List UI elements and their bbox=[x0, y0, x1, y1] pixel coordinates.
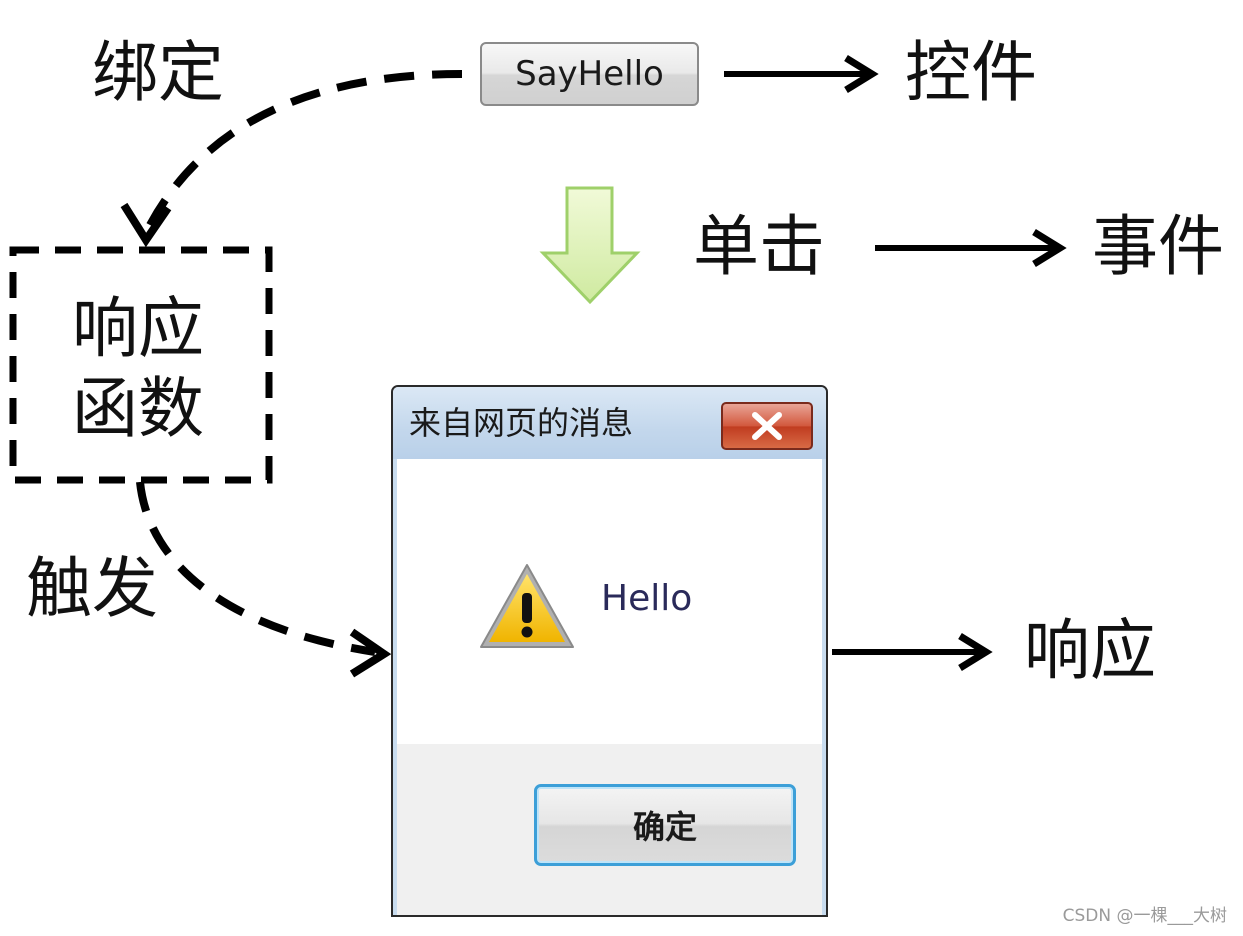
ok-button[interactable]: 确定 bbox=[534, 784, 796, 866]
warning-icon bbox=[480, 564, 574, 648]
response-function-box bbox=[9, 246, 273, 484]
sayhello-button[interactable]: SayHello bbox=[480, 42, 699, 106]
bind-arrowhead bbox=[120, 202, 172, 248]
label-response-function-line1: 响应 bbox=[72, 290, 204, 367]
alert-dialog: 来自网页的消息 Hello 确定 bbox=[391, 385, 828, 917]
click-down-arrow bbox=[539, 186, 641, 305]
label-trigger: 触发 bbox=[26, 550, 158, 627]
close-x-icon bbox=[752, 412, 782, 440]
control-arrowhead bbox=[844, 55, 879, 93]
label-bind: 绑定 bbox=[92, 34, 224, 111]
label-event: 事件 bbox=[1092, 208, 1224, 285]
trigger-arrowhead bbox=[349, 628, 392, 678]
dialog-footer: 确定 bbox=[393, 744, 826, 915]
label-response-function-line2: 函数 bbox=[72, 370, 204, 447]
event-arrowhead bbox=[1032, 229, 1067, 267]
trigger-dashed-arrow bbox=[136, 481, 376, 656]
label-response: 响应 bbox=[1024, 612, 1156, 689]
label-control: 控件 bbox=[905, 34, 1037, 111]
dialog-titlebar: 来自网页的消息 bbox=[393, 387, 826, 459]
dialog-close-button[interactable] bbox=[721, 402, 813, 450]
response-arrowhead bbox=[958, 633, 993, 671]
label-click: 单击 bbox=[693, 208, 825, 285]
watermark: CSDN @一棵___大树 bbox=[1062, 906, 1227, 926]
dialog-message: Hello bbox=[601, 578, 693, 619]
bind-dashed-arrow bbox=[146, 70, 463, 227]
dialog-body: Hello bbox=[393, 459, 826, 744]
dialog-title: 来自网页的消息 bbox=[409, 404, 634, 442]
